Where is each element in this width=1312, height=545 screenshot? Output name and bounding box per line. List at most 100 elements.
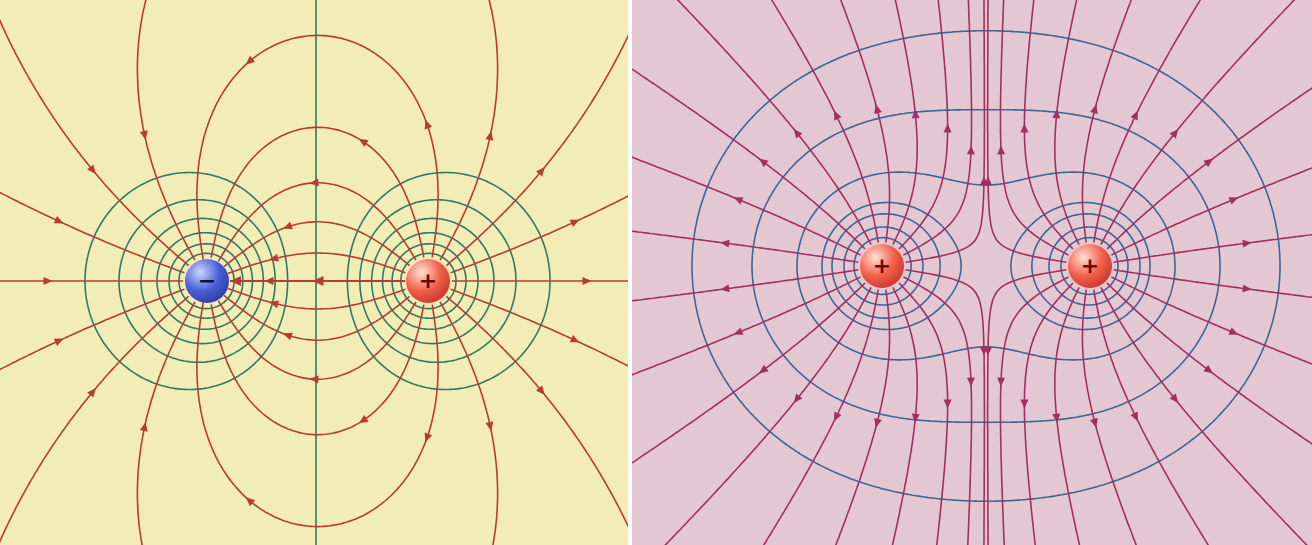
field-arrowhead: [1229, 197, 1239, 204]
field-line: [891, 0, 918, 245]
field-line: [1107, 283, 1312, 459]
field-arrowhead: [912, 413, 920, 422]
field-line: [632, 149, 861, 256]
field-line: [828, 290, 890, 545]
field-arrowhead: [997, 377, 1005, 386]
field-line: [632, 229, 858, 263]
field-line: [0, 0, 189, 266]
equipotential-line: [179, 253, 234, 308]
equipotential-line: [844, 227, 923, 305]
field-line: [0, 289, 184, 380]
field-line: [632, 270, 858, 304]
field-line: [903, 0, 971, 255]
field-line: [759, 0, 878, 242]
field-line: [451, 289, 628, 376]
field-line: [632, 55, 865, 250]
field-arrowhead: [485, 421, 493, 431]
field-line: [0, 280, 183, 282]
positive-charge: +: [1068, 244, 1112, 288]
field-line: [440, 302, 498, 545]
field-arrowhead: [570, 335, 580, 342]
field-line: [224, 222, 410, 267]
field-arrowhead: [1020, 399, 1028, 408]
equipotential-line: [797, 172, 1175, 360]
field-line: [906, 0, 985, 262]
equipotential-line: [1011, 203, 1150, 330]
field-line: [1024, 283, 1073, 545]
field-line: [211, 304, 424, 434]
field-arrowhead: [967, 377, 975, 386]
field-arrowhead: [1130, 412, 1138, 422]
field-line: [451, 186, 628, 273]
field-line: [632, 277, 861, 384]
field-arrowhead: [536, 386, 545, 395]
field-arrowhead: [44, 277, 53, 285]
field-line: [137, 302, 195, 545]
field-arrowhead: [1203, 365, 1213, 374]
field-line: [645, 287, 871, 545]
equipotential-line: [822, 203, 961, 330]
field-line: [1107, 73, 1312, 249]
field-arrowhead: [759, 159, 769, 168]
connector-arrowhead: [230, 276, 241, 286]
field-line: [1082, 290, 1144, 545]
field-line: [211, 127, 424, 257]
field-arrowhead: [1242, 240, 1251, 248]
field-line: [906, 270, 985, 545]
field-line: [1111, 159, 1312, 255]
field-line: [446, 0, 628, 266]
field-arrowhead: [309, 179, 318, 187]
field-arrowhead: [794, 129, 803, 139]
field-arrowhead: [246, 497, 255, 506]
equipotential-line: [832, 214, 940, 318]
field-line: [899, 283, 948, 545]
connector-arrowhead: [313, 276, 324, 286]
field-line: [228, 253, 406, 273]
field-line: [988, 0, 1067, 262]
charge-sign: +: [1081, 255, 1099, 277]
field-line: [1055, 0, 1082, 245]
field-line: [1114, 232, 1312, 262]
field-arrowhead: [984, 347, 992, 356]
field-line: [1001, 0, 1069, 255]
field-arrowhead: [583, 277, 592, 285]
field-arrowhead: [536, 167, 545, 176]
field-arrowhead: [1170, 129, 1179, 139]
field-arrowhead: [980, 176, 988, 185]
field-line: [903, 277, 971, 545]
equipotential-line: [1032, 214, 1140, 318]
field-arrowhead: [1090, 104, 1098, 114]
field-arrowhead: [944, 399, 952, 408]
field-arrowhead: [874, 104, 882, 114]
field-line: [197, 302, 438, 526]
field-line: [440, 0, 498, 260]
field-arrowhead: [1203, 159, 1213, 168]
field-arrowhead: [834, 111, 842, 121]
field-arrowhead: [359, 415, 369, 423]
left-panel: [0, 0, 628, 545]
field-line: [137, 0, 195, 260]
field-line: [832, 0, 889, 242]
field-line: [1111, 277, 1312, 373]
like-charges-field: [632, 0, 1312, 545]
field-line: [446, 296, 628, 545]
field-arrowhead: [283, 222, 293, 230]
field-line: [899, 0, 948, 249]
field-arrowhead: [87, 388, 96, 397]
field-arrowhead: [570, 220, 580, 227]
equipotential-line: [401, 253, 456, 308]
field-line: [1101, 0, 1312, 245]
field-line: [1094, 290, 1221, 545]
field-arrowhead: [269, 300, 279, 308]
negative-charge: −: [185, 259, 229, 303]
field-arrowhead: [309, 375, 318, 383]
equipotential-line: [1049, 227, 1128, 305]
field-arrowhead: [425, 432, 433, 442]
field-arrowhead: [1052, 109, 1060, 118]
field-line-connector: [230, 276, 405, 286]
field-arrowhead: [246, 56, 255, 65]
field-arrowhead: [944, 124, 952, 133]
field-line: [1001, 277, 1069, 545]
field-arrowhead: [1170, 394, 1179, 404]
